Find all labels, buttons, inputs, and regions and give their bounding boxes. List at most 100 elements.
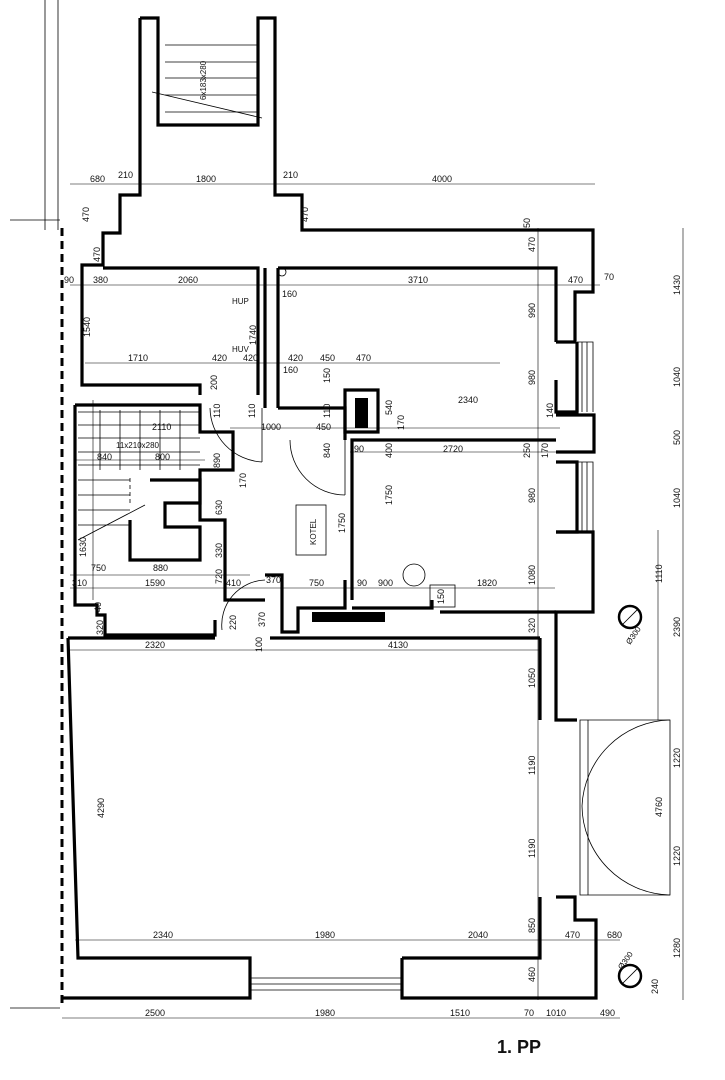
dim: 1280 bbox=[672, 938, 682, 958]
dim: 1980 bbox=[315, 930, 335, 940]
dim: 1040 bbox=[672, 367, 682, 387]
walls bbox=[62, 16, 598, 1000]
dim: 890 bbox=[212, 453, 222, 468]
dim: 4760 bbox=[654, 797, 664, 817]
dim: 410 bbox=[226, 578, 241, 588]
dim: 2320 bbox=[145, 640, 165, 650]
dim: 140 bbox=[545, 403, 555, 418]
dim: 840 bbox=[322, 443, 332, 458]
dim: 150 bbox=[436, 589, 446, 604]
dim: 90 bbox=[357, 578, 367, 588]
dim: 980 bbox=[527, 488, 537, 503]
dim: 460 bbox=[527, 967, 537, 982]
dim: 470 bbox=[568, 275, 583, 285]
dim: 750 bbox=[91, 563, 106, 573]
dim: 150 bbox=[322, 368, 332, 383]
dim: 370 bbox=[257, 612, 267, 627]
hup-label: HUP bbox=[232, 297, 249, 306]
dim: 1630 bbox=[78, 537, 88, 557]
dim: 900 bbox=[378, 578, 393, 588]
dim: 2390 bbox=[672, 617, 682, 637]
kotel-label: KOTEL bbox=[309, 518, 318, 545]
dim: 420 bbox=[243, 353, 258, 363]
dim: 1430 bbox=[672, 275, 682, 295]
dim: 100 bbox=[254, 637, 264, 652]
dim: 470 bbox=[356, 353, 371, 363]
dimension-numbers: 680 210 1800 210 4000 90 380 2060 3710 4… bbox=[64, 170, 622, 1018]
dim: 750 bbox=[309, 578, 324, 588]
dim: 2340 bbox=[458, 395, 478, 405]
huv-label: HUV bbox=[232, 345, 250, 354]
dim: 450 bbox=[320, 353, 335, 363]
dim: 420 bbox=[212, 353, 227, 363]
dim: 170 bbox=[540, 443, 550, 458]
dim: 980 bbox=[527, 370, 537, 385]
dim: 160 bbox=[283, 365, 298, 375]
dim: 400 bbox=[384, 443, 394, 458]
dim: 1000 bbox=[261, 422, 281, 432]
dim: 330 bbox=[214, 543, 224, 558]
dim: 680 bbox=[90, 174, 105, 184]
dim: 1040 bbox=[672, 488, 682, 508]
dim: 470 bbox=[81, 207, 91, 222]
dim: 220 bbox=[228, 615, 238, 630]
dim: 90 bbox=[354, 444, 364, 454]
dim: 170 bbox=[238, 473, 248, 488]
dim: 2500 bbox=[145, 1008, 165, 1018]
dim: 370 bbox=[266, 575, 281, 585]
dim: 1740 bbox=[248, 325, 258, 345]
dim: 420 bbox=[288, 353, 303, 363]
dim: 1800 bbox=[196, 174, 216, 184]
dim: 490 bbox=[600, 1008, 615, 1018]
dim: 450 bbox=[316, 422, 331, 432]
dim: 540 bbox=[384, 400, 394, 415]
dim: 380 bbox=[93, 275, 108, 285]
dim: 4000 bbox=[432, 174, 452, 184]
dim: 1080 bbox=[527, 565, 537, 585]
stair-top-label: 6x183x280 bbox=[199, 60, 208, 100]
dim: 850 bbox=[527, 918, 537, 933]
dim: 500 bbox=[672, 430, 682, 445]
dim: 470 bbox=[92, 247, 102, 262]
dim: 160 bbox=[282, 289, 297, 299]
dim: 720 bbox=[214, 569, 224, 584]
dim: 2110 bbox=[152, 422, 171, 432]
windows bbox=[250, 341, 594, 991]
dim: 250 bbox=[522, 443, 532, 458]
dim: 4290 bbox=[96, 798, 106, 818]
dim: 90 bbox=[64, 275, 74, 285]
dim: 1220 bbox=[672, 846, 682, 866]
dim: 70 bbox=[524, 1008, 534, 1018]
boiler-equipment bbox=[277, 267, 456, 622]
dim: 1510 bbox=[450, 1008, 470, 1018]
doors bbox=[209, 407, 671, 896]
dim: 1980 bbox=[315, 1008, 335, 1018]
dim: 200 bbox=[209, 375, 219, 390]
dim: 630 bbox=[214, 500, 224, 515]
column-symbols bbox=[617, 604, 643, 989]
dim: 320 bbox=[527, 618, 537, 633]
dim: 110 bbox=[212, 404, 222, 418]
vertical-dimension-numbers: 470 470 470 50 470 1540 1740 990 200 110… bbox=[78, 207, 682, 994]
stair-top bbox=[151, 44, 263, 119]
dim: 1010 bbox=[546, 1008, 566, 1018]
dim: 50 bbox=[522, 218, 532, 228]
dim: 470 bbox=[527, 237, 537, 252]
dim: 1190 bbox=[527, 756, 537, 775]
dim: 470 bbox=[565, 930, 580, 940]
dim: 1540 bbox=[82, 317, 92, 337]
dim: 1110 bbox=[654, 564, 664, 583]
dim: 4130 bbox=[388, 640, 408, 650]
dim: 800 bbox=[155, 452, 170, 462]
dim: 1750 bbox=[337, 513, 347, 533]
dim: 320 bbox=[95, 620, 105, 635]
dim: 880 bbox=[153, 563, 168, 573]
dim: 310 bbox=[72, 578, 87, 588]
dimension-lines bbox=[62, 183, 684, 1019]
dim: 840 bbox=[97, 452, 112, 462]
stair-main-label: 11x210x280 bbox=[116, 441, 160, 450]
dia-300-b: Ø300 bbox=[616, 950, 635, 972]
terrain-lines bbox=[10, 0, 64, 1009]
dim: 470 bbox=[300, 207, 310, 222]
